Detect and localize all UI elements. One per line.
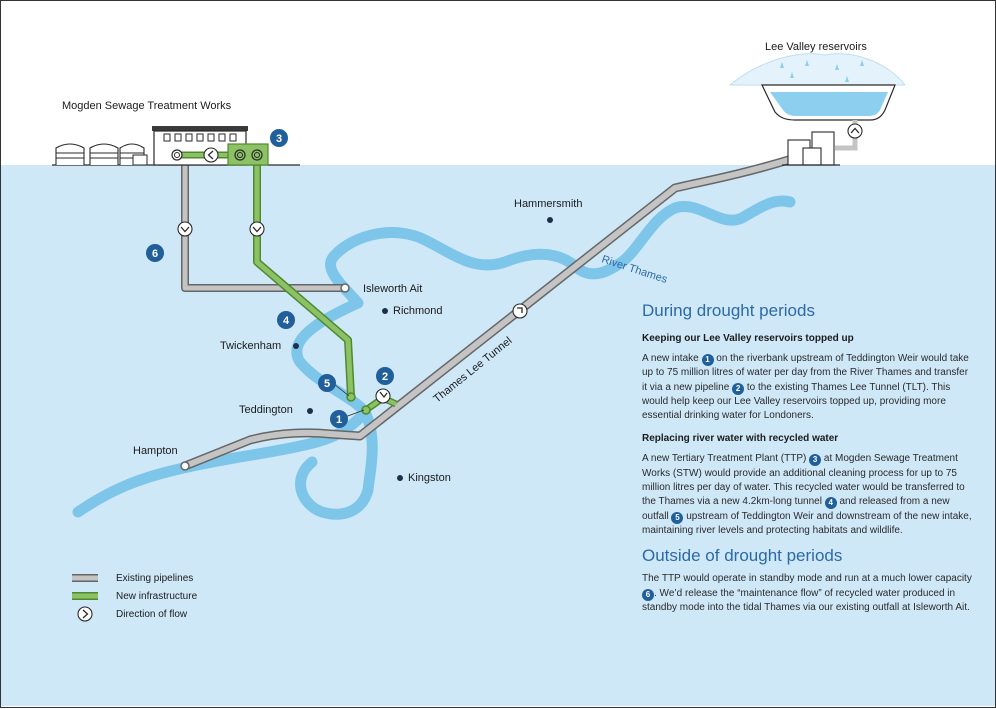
inline-marker-2: 2: [732, 382, 745, 395]
mogden-label: Mogden Sewage Treatment Works: [62, 100, 232, 112]
outside-text-2: . We’d release the “maintenance flow” of…: [642, 587, 970, 613]
hammersmith-dot: [547, 217, 553, 223]
info-panel: During drought periods Keeping our Lee V…: [642, 300, 972, 615]
hammersmith-label: Hammersmith: [514, 198, 583, 210]
replacing-text-3: and released from a new outfall: [642, 496, 950, 522]
replacing-paragraph: A new Tertiary Treatment Plant (TTP) 3 a…: [642, 452, 972, 538]
marker-6: 6: [146, 244, 164, 262]
marker-5: 5: [318, 374, 336, 392]
lee-valley-label: Lee Valley reservoirs: [765, 41, 867, 53]
legend-flow-icon: [77, 606, 93, 622]
legend-existing-label: Existing pipelines: [116, 573, 194, 584]
marker-3-label: 3: [276, 133, 282, 145]
twickenham-dot: [293, 343, 299, 349]
replacing-text-4: upstream of Teddington Weir and downstre…: [642, 510, 972, 536]
new-intake: [361, 405, 371, 415]
keeping-text-3: to the existing Thames Lee Tunnel (TLT).…: [642, 381, 951, 422]
marker-3: 3: [270, 129, 288, 147]
twickenham-label: Twickenham: [220, 340, 282, 352]
keeping-heading: Keeping our Lee Valley reservoirs topped…: [642, 333, 854, 344]
teddington-dot: [307, 408, 313, 414]
richmond-label: Richmond: [393, 305, 443, 317]
kingston-label: Kingston: [408, 472, 451, 484]
isleworth-outfall: [340, 283, 350, 293]
river-thames: [72, 195, 796, 518]
replacing-heading: Replacing river water with recycled wate…: [642, 433, 839, 445]
keeping-text-2: on the riverbank upstream of Teddington …: [642, 353, 969, 393]
inline-marker-5: 5: [671, 511, 684, 524]
kingston-dot: [397, 475, 403, 481]
outside-paragraph: The TTP would operate in standby mode an…: [642, 572, 972, 615]
flow-arrow-icon: [203, 147, 219, 163]
hampton-label: Hampton: [133, 445, 178, 457]
new-outfall: [346, 392, 356, 402]
river-kingston-loop: [295, 406, 378, 520]
drought-heading: During drought periods: [642, 301, 815, 320]
marker-1: 1: [330, 410, 348, 428]
new-tunnel-4: [253, 156, 356, 402]
marker-2-label: 2: [382, 371, 388, 383]
isleworth-ait-label: Isleworth Ait: [363, 283, 423, 295]
outside-text-1: The TTP would operate in standby mode an…: [642, 573, 972, 585]
richmond-dot: [382, 308, 388, 314]
water-area: [1, 165, 995, 706]
inline-marker-4: 4: [824, 497, 837, 510]
marker-5-label: 5: [324, 378, 330, 390]
flow-arrow-icon: [177, 221, 193, 237]
marker-4-label: 4: [283, 315, 290, 327]
inline-marker-6: 6: [642, 588, 654, 601]
inline-marker-3: 3: [809, 454, 822, 467]
flow-arrow-icon: [847, 123, 863, 139]
inline-marker-1: 1: [701, 354, 714, 366]
legend-flow-label: Direction of flow: [116, 609, 188, 620]
flow-arrow-icon: [375, 388, 391, 404]
marker-4: 4: [277, 311, 295, 329]
teddington-label: Teddington: [239, 404, 293, 416]
lee-valley-reservoir: [728, 53, 907, 166]
keeping-paragraph: A new intake 1 on the riverbank upstream…: [642, 352, 972, 423]
marker-6-label: 6: [152, 248, 158, 260]
legend-new-label: New infrastructure: [116, 591, 198, 602]
replacing-text-2: at Mogden Sewage Treatment Works (STW) w…: [642, 453, 965, 508]
tunnel-end-hampton: [180, 461, 190, 471]
flow-arrow-icon: [512, 303, 528, 319]
marker-1-label: 1: [336, 414, 342, 426]
outside-heading: Outside of drought periods: [642, 546, 843, 566]
marker-2: 2: [376, 367, 394, 385]
keeping-text-1: A new intake: [642, 353, 699, 364]
flow-arrow-icon: [249, 221, 265, 237]
replacing-text-1: A new Tertiary Treatment Plant (TTP): [642, 453, 807, 465]
